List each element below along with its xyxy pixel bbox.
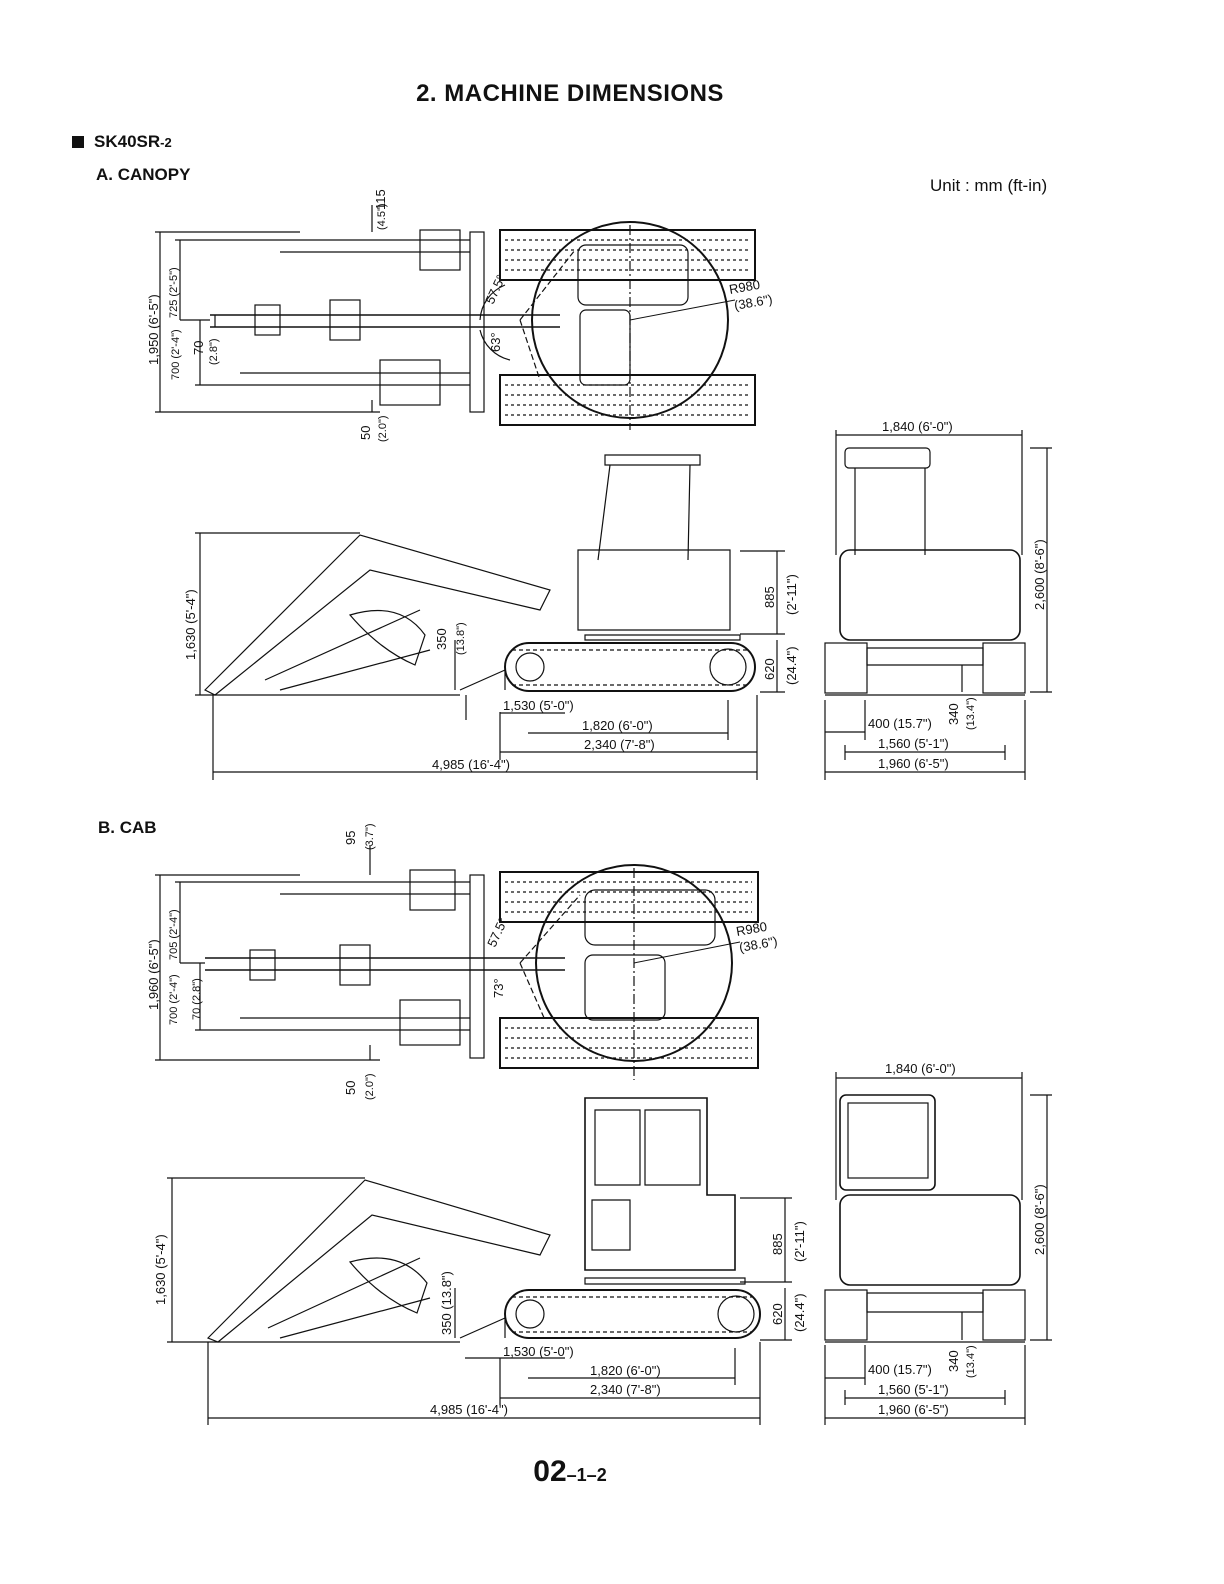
cab-angle-right: 73° bbox=[491, 978, 506, 998]
canopy-lower-dim: 700 (2'-4") bbox=[170, 329, 182, 380]
cab-lower-dim: 700 (2'-4") bbox=[168, 974, 180, 1025]
canopy-overall-width: 1,960 (6'-5") bbox=[878, 756, 949, 771]
canopy-gauge: 1,560 (5'-1") bbox=[878, 736, 949, 751]
cab-rear-view bbox=[824, 1072, 1052, 1425]
canopy-rear-dim-imp: (2'-11") bbox=[784, 574, 799, 615]
canopy-top-width-dim: 1,950 (6'-5") bbox=[146, 294, 161, 365]
canopy-center-dim: 70 bbox=[191, 341, 206, 355]
canopy-blade-dim-imp: (13.8") bbox=[455, 622, 467, 655]
canopy-dim-1820: 1,820 (6'-0") bbox=[582, 718, 653, 733]
canopy-rear-top-width: 1,840 (6'-0") bbox=[882, 419, 953, 434]
canopy-shoe-width: 400 (15.7") bbox=[868, 716, 932, 731]
canopy-offset-dim-imp: (4.5") bbox=[376, 203, 388, 230]
cab-upper-dim: 705 (2'-4") bbox=[168, 909, 180, 960]
model-heading: SK40SR-2 bbox=[72, 132, 172, 152]
section-label-canopy: A. CANOPY bbox=[96, 165, 191, 184]
canopy-track-height-dim-imp: (24.4") bbox=[784, 646, 799, 685]
canopy-rear-view bbox=[824, 430, 1052, 780]
model-name: SK40SR bbox=[94, 132, 161, 151]
canopy-dim-2340: 2,340 (7'-8") bbox=[584, 737, 655, 752]
canopy-top-view bbox=[155, 205, 756, 430]
cab-radius-imp: (38.6") bbox=[738, 933, 779, 954]
canopy-dim-1530: 1,530 (5'-0") bbox=[503, 698, 574, 713]
canopy-offset-dim: 115 bbox=[373, 189, 388, 210]
cab-bottom-dim-imp: (2.0") bbox=[364, 1073, 376, 1100]
canopy-bottom-dim: 50 bbox=[358, 426, 373, 440]
canopy-rear-dim: 885 bbox=[762, 586, 777, 608]
cab-rear-dim: 885 bbox=[770, 1233, 785, 1255]
section-label-cab: B. CAB bbox=[98, 818, 157, 837]
canopy-height-dim: 1,630 (5'-4") bbox=[183, 589, 198, 660]
cab-overall-width: 1,960 (6'-5") bbox=[878, 1402, 949, 1417]
cab-dim-2340: 2,340 (7'-8") bbox=[590, 1382, 661, 1397]
page-number-sub: –1–2 bbox=[566, 1465, 607, 1485]
cab-shoe-width: 400 (15.7") bbox=[868, 1362, 932, 1377]
page-number-main: 02 bbox=[533, 1455, 567, 1488]
cab-blade-dim: 350 (13.8") bbox=[439, 1271, 454, 1335]
cab-dim-4985: 4,985 (16'-4") bbox=[430, 1402, 508, 1417]
cab-dim-1530: 1,530 (5'-0") bbox=[503, 1344, 574, 1359]
cab-rear-dim-imp: (2'-11") bbox=[792, 1221, 807, 1262]
page-title: 2. MACHINE DIMENSIONS bbox=[416, 80, 724, 107]
cab-height-dim: 1,630 (5'-4") bbox=[153, 1234, 168, 1305]
unit-note: Unit : mm (ft-in) bbox=[930, 176, 1048, 195]
cab-offset-dim: 95 bbox=[343, 831, 358, 845]
cab-angle-left: 57.5° bbox=[484, 915, 510, 949]
canopy-radius: R980 bbox=[728, 277, 761, 297]
cab-center-dim: 70 (2.8") bbox=[191, 978, 203, 1020]
bullet-square-icon bbox=[72, 136, 84, 148]
canopy-side-view bbox=[195, 454, 785, 780]
cab-dim-1820: 1,820 (6'-0") bbox=[590, 1363, 661, 1378]
canopy-angle-right: 63° bbox=[488, 332, 503, 352]
canopy-clearance-imp: (13.4") bbox=[965, 697, 977, 730]
cab-clearance-imp: (13.4") bbox=[965, 1345, 977, 1378]
cab-side-view bbox=[167, 1097, 792, 1425]
cab-radius: R980 bbox=[735, 919, 768, 939]
canopy-angle-left: 57.5° bbox=[482, 272, 508, 306]
canopy-blade-dim: 350 bbox=[434, 628, 449, 650]
canopy-center-dim-imp: (2.8") bbox=[208, 338, 220, 365]
cab-bottom-dim: 50 bbox=[343, 1081, 358, 1095]
cab-clearance: 340 bbox=[946, 1350, 961, 1372]
cab-offset-dim-imp: (3.7") bbox=[364, 823, 376, 850]
model-suffix: -2 bbox=[160, 135, 172, 150]
page-number: 02–1–2 bbox=[0, 1455, 1140, 1489]
canopy-clearance: 340 bbox=[946, 703, 961, 725]
cab-track-height-dim-imp: (24.4") bbox=[792, 1293, 807, 1332]
cab-rear-height: 2,600 (8'-6") bbox=[1032, 1184, 1047, 1255]
cab-gauge: 1,560 (5'-1") bbox=[878, 1382, 949, 1397]
cab-top-view bbox=[155, 845, 759, 1080]
cab-top-width-dim: 1,960 (6'-5") bbox=[146, 939, 161, 1010]
canopy-bottom-dim-imp: (2.0") bbox=[377, 415, 389, 442]
canopy-radius-imp: (38.6") bbox=[733, 291, 774, 312]
canopy-upper-dim: 725 (2'-5") bbox=[168, 267, 180, 318]
cab-rear-top-width: 1,840 (6'-0") bbox=[885, 1061, 956, 1076]
canopy-track-height-dim: 620 bbox=[762, 658, 777, 680]
cab-track-height-dim: 620 bbox=[770, 1303, 785, 1325]
canopy-dim-4985: 4,985 (16'-4") bbox=[432, 757, 510, 772]
canopy-rear-height: 2,600 (8'-6") bbox=[1032, 539, 1047, 610]
